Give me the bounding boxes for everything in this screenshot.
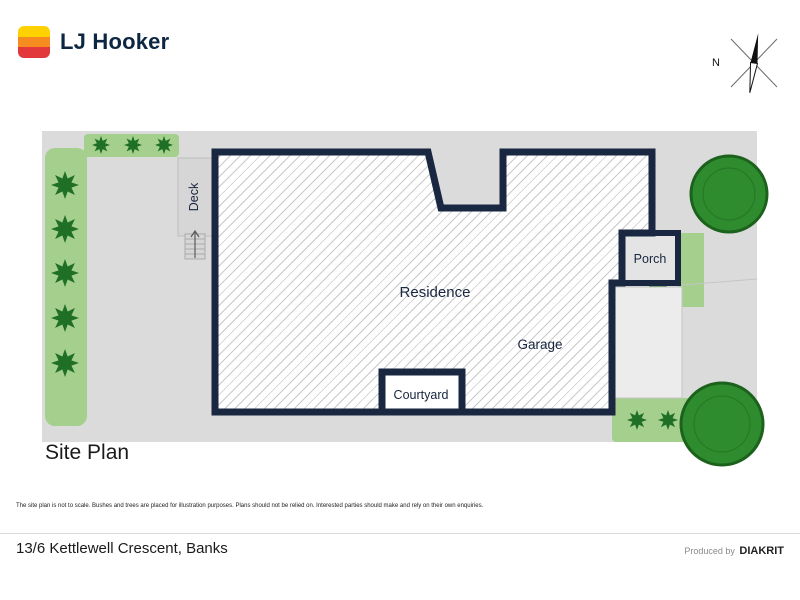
brand-name: LJ Hooker [60,29,170,54]
deck-area: Deck [177,157,215,237]
disclaimer-text: The site plan is not to scale. Bushes an… [16,503,484,509]
courtyard-label: Courtyard [394,388,449,402]
logo-orange-bar [18,36,50,48]
plan-top-layer: Deck Porch [177,148,758,416]
producer-name: DIAKRIT [739,545,784,557]
lj-hooker-logo: LJ Hooker [18,26,169,58]
logo-red-bar [18,47,50,58]
producer-credit: Produced by DIAKRIT [684,545,784,557]
garden-patch-bottom-right [612,398,698,442]
deck-label: Deck [187,182,201,211]
property-address: 13/6 Kettlewell Crescent, Banks [16,540,228,557]
courtyard-area [382,372,462,412]
driveway-area [613,278,758,399]
divider [0,533,800,534]
compass-north-label: N [712,57,720,69]
residence-label: Residence [400,284,471,301]
porch-label: Porch [634,252,667,266]
tree-icon [679,381,765,467]
garden-strip-left [45,148,87,426]
lj-hooker-logo-icon [18,26,50,58]
produced-by-label: Produced by [684,546,735,556]
tree-icon [689,154,769,234]
residence-outline [211,148,656,416]
page-title: Site Plan [45,441,130,464]
compass-icon: N [712,33,778,93]
garage-label: Garage [517,337,562,352]
porch-area: Porch [619,230,681,286]
compass-needle [749,33,759,93]
logo-yellow-bar [18,26,50,37]
stairs-icon [184,229,206,260]
compass-rose [730,33,778,93]
